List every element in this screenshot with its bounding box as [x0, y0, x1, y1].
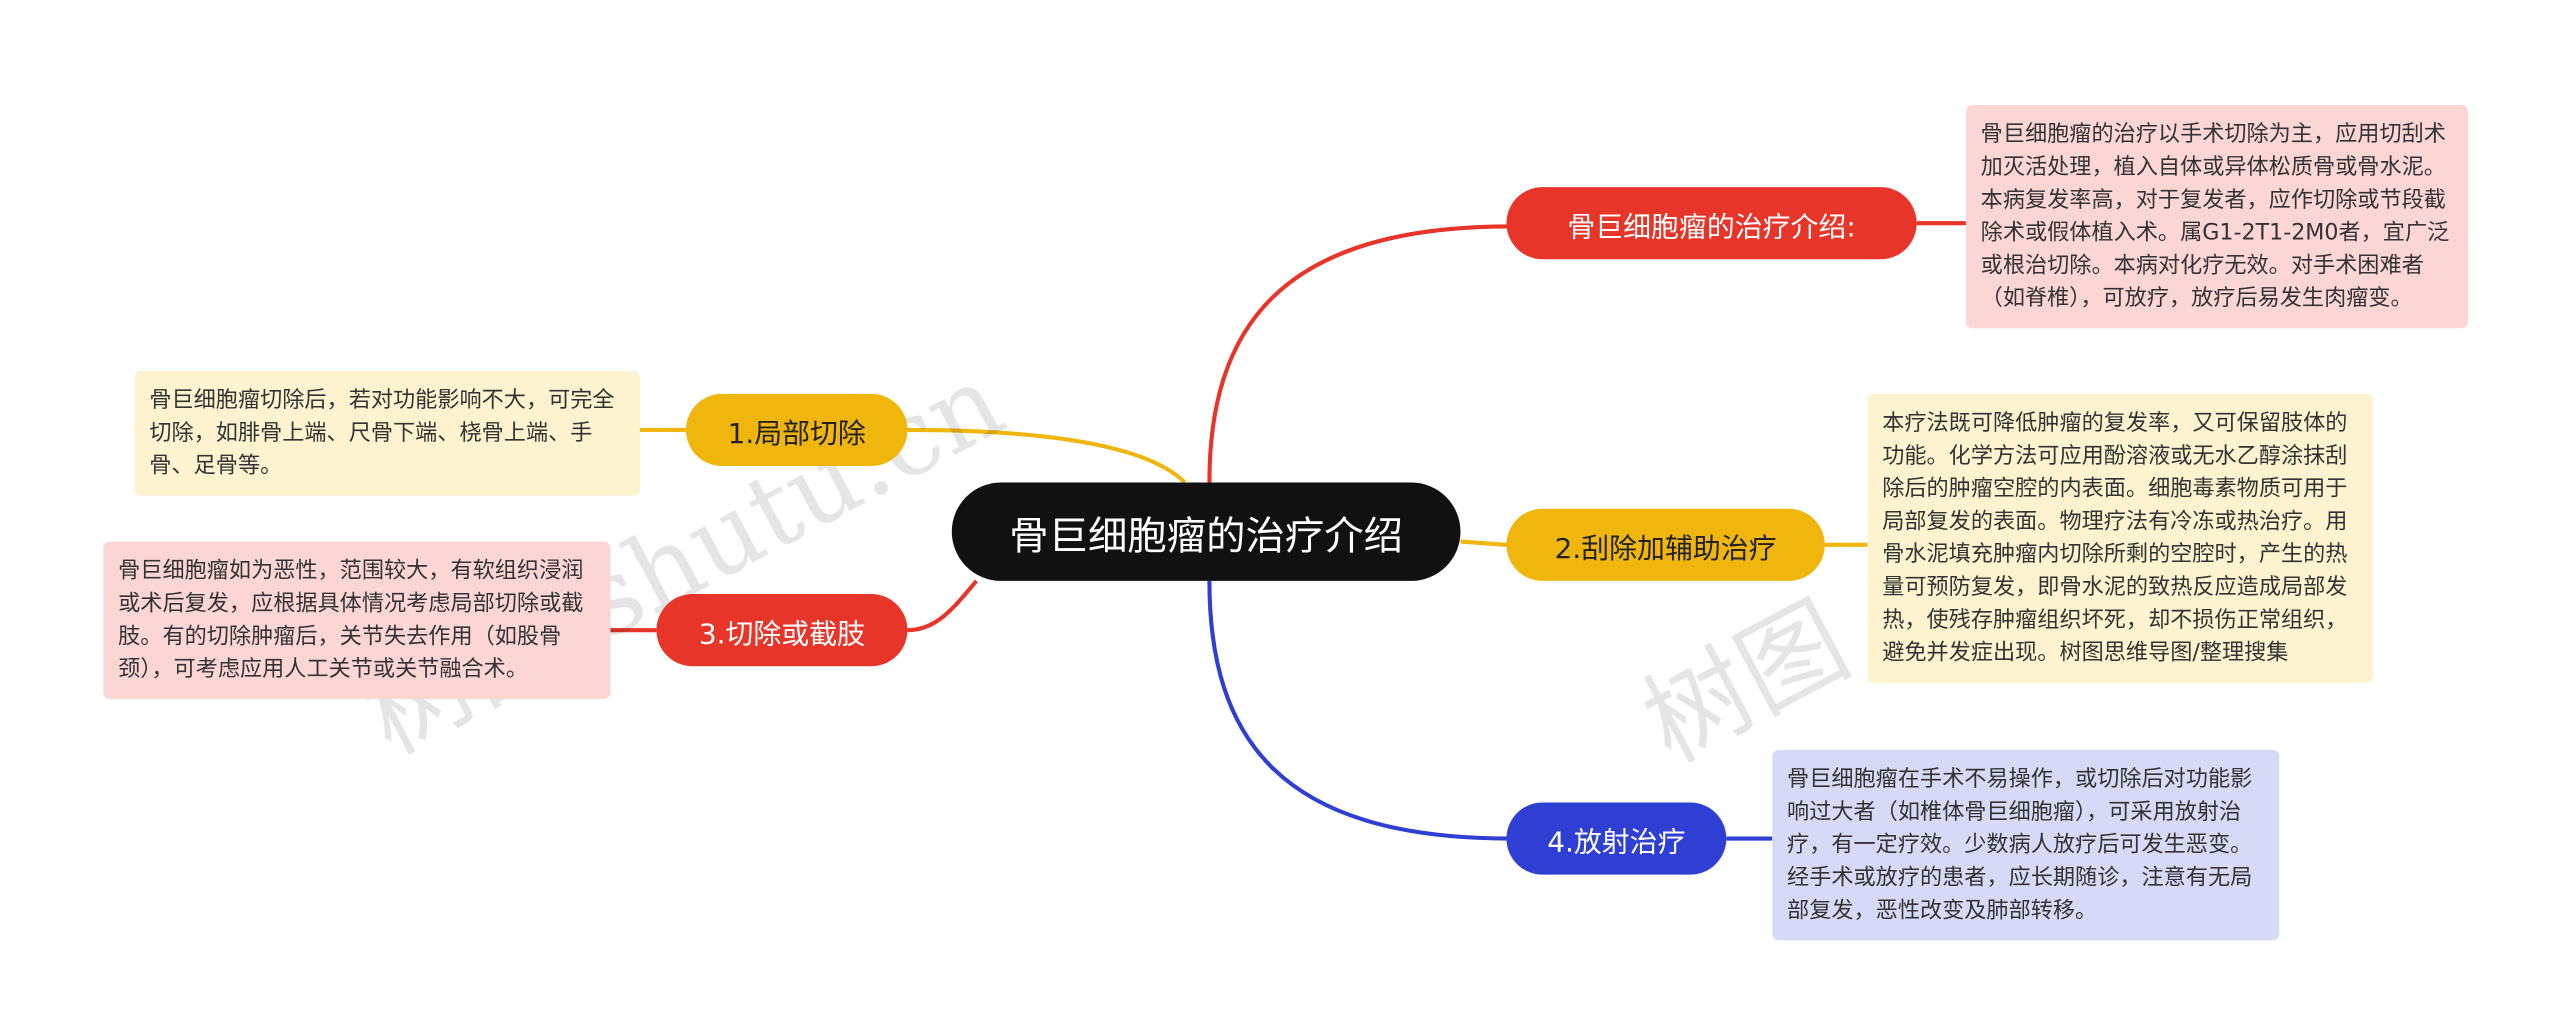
branch-resection-amputation[interactable]: 3.切除或截肢	[656, 594, 908, 667]
note-treatment-intro: 骨巨细胞瘤的治疗以手术切除为主，应用切刮术加灭活处理，植入自体或异体松质骨或骨水…	[1965, 105, 2469, 329]
link-root-branch3	[907, 579, 978, 633]
note-resection-amputation: 骨巨细胞瘤如为恶性，范围较大，有软组织浸润或术后复发，应根据具体情况考虑局部切除…	[103, 541, 611, 700]
branch-curettage-adjuvant[interactable]: 2.刮除加辅助治疗	[1506, 508, 1825, 581]
branch-treatment-intro[interactable]: 骨巨细胞瘤的治疗介绍:	[1506, 187, 1917, 260]
link-root-branch1	[1207, 224, 1510, 483]
branch-local-excision[interactable]: 1.局部切除	[685, 393, 908, 467]
root-node[interactable]: 骨巨细胞瘤的治疗介绍	[951, 482, 1461, 581]
note-curettage-adjuvant: 本疗法既可降低肿瘤的复发率，又可保留肢体的功能。化学方法可应用酚溶液或无水乙醇涂…	[1867, 393, 2373, 683]
link-root-branch4	[1207, 580, 1510, 841]
note-local-excision: 骨巨细胞瘤切除后，若对功能影响不大，可完全切除，如腓骨上端、尺骨下端、桡骨上端、…	[134, 370, 640, 496]
note-radiotherapy: 骨巨细胞瘤在手术不易操作，或切除后对功能影响过大者（如椎体骨巨细胞瘤），可采用放…	[1772, 749, 2280, 941]
link-root-branch2	[1460, 539, 1507, 547]
branch-radiotherapy[interactable]: 4.放射治疗	[1506, 802, 1727, 875]
link-root-branch1left	[907, 427, 1187, 484]
